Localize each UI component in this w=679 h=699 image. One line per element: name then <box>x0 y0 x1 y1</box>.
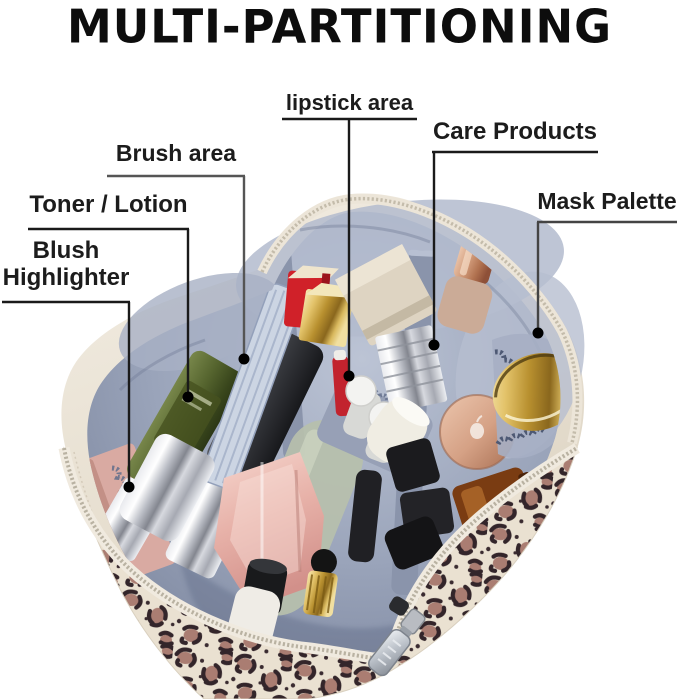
zipper-pull <box>368 596 426 677</box>
dropper-bottle-gold <box>303 548 338 618</box>
brush-divider <box>201 283 304 490</box>
label-toner-lotion: Toner / Lotion <box>29 191 188 218</box>
label-blush-highlighter: Blush Highlighter <box>0 237 132 292</box>
label-lipstick-area: lipstick area <box>285 90 414 115</box>
silver-bottle-small <box>119 433 215 542</box>
label-blush-line2: Highlighter <box>2 263 130 291</box>
label-mask-palette: Mask Palette <box>537 188 677 214</box>
label-blush-line1: Blush <box>32 237 100 264</box>
label-care-products: Care Products <box>432 118 598 145</box>
black-lipstick-bullets <box>348 438 455 570</box>
mask-palette-gold <box>492 353 561 431</box>
label-brush-area: Brush area <box>115 140 237 166</box>
page-title: MULTI-PARTITIONING <box>66 0 613 54</box>
perfume-pink-faceted <box>214 452 324 608</box>
